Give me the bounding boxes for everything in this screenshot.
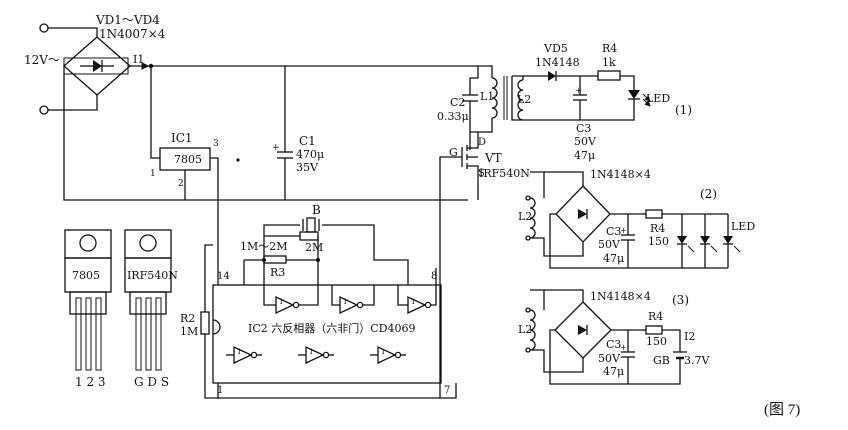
gb-label: GB [653, 354, 670, 367]
c3-3-voltage: 50V [598, 352, 621, 365]
regulator-ic1: IC1 7805 1 3 2 [150, 66, 240, 250]
c2-bridge-part: 1N4148×4 [590, 168, 651, 181]
capacitor-c1: + C1 470μ 35V [272, 66, 324, 200]
ic1-pin1: 1 [150, 169, 156, 179]
vd5-part: 1N4148 [535, 56, 580, 69]
bridge-part: 1N4007×4 [99, 27, 166, 41]
r2-value: 1M [180, 325, 198, 338]
c3-2-value: 47μ [603, 252, 624, 265]
c1-value: 470μ [296, 148, 324, 161]
pin1-label: 1 [217, 385, 223, 396]
receiver-circuit-1: L2 VD5 1N4148 R4 1k LED + C3 50V 47μ (1) [511, 42, 692, 162]
ic1-part: 7805 [174, 153, 202, 166]
c1-label: C1 [299, 134, 316, 148]
ic1-pin2: 2 [178, 179, 184, 189]
gate-label: G [449, 146, 458, 159]
c3-1-label: C3 [576, 122, 591, 135]
supply-label: 12V～ [24, 53, 60, 67]
c1-voltage: 35V [296, 161, 319, 174]
ic1-label: IC1 [171, 131, 193, 145]
c1-l2-label: L2 [517, 93, 531, 106]
vd5-label: VD5 [543, 42, 568, 55]
vt-label: VT [484, 151, 502, 165]
c3-2-label: C3 [606, 225, 621, 238]
svg-text:+: + [620, 226, 627, 235]
c3-bridge-part: 1N4148×4 [590, 290, 651, 303]
pin7-label: 7 [444, 385, 450, 396]
oscillator-ic2: 14 8 1 7 IC2 六反相器（六非门）CD4069 R2 1M 1 1 1… [180, 203, 450, 399]
svg-text:1: 1 [343, 298, 347, 306]
package-7805: 7805 1 2 3 [64, 229, 112, 389]
ic2-label: IC2 六反相器（六非门）CD4069 [248, 321, 416, 335]
r4-2-label: R4 [650, 222, 665, 235]
svg-text:1: 1 [237, 348, 241, 356]
i2-label: I2 [684, 330, 695, 343]
inverter-gate-4: 1 [233, 345, 258, 365]
inverter-gate-3: 1 [407, 295, 432, 315]
svg-text:1: 1 [309, 348, 313, 356]
r4-3-label: R4 [648, 310, 663, 323]
c3-2-voltage: 50V [598, 238, 621, 251]
svg-text:1: 1 [381, 348, 385, 356]
bridge-title: VD1～VD4 [95, 13, 160, 27]
svg-text:1: 1 [411, 298, 415, 306]
c2-label: C2 [450, 96, 465, 109]
primary-and-mosfet: L1 C2 0.33μ G D S VT IRF540N [437, 65, 530, 399]
current-i1-label: I1 [133, 53, 144, 66]
c3-1-value: 47μ [574, 149, 595, 162]
pkg-left-name: 7805 [72, 269, 100, 282]
main-bridge-rectifier: VD1～VD4 1N4007×4 12V～ I1 [24, 13, 478, 201]
r3-label: R3 [270, 266, 285, 279]
l1-label: L1 [480, 90, 494, 103]
r2-label: R2 [180, 312, 195, 325]
svg-text:+: + [272, 143, 280, 153]
gb-voltage: 3.7V [684, 354, 710, 367]
c3-1-voltage: 50V [574, 135, 597, 148]
svg-text:+: + [620, 343, 627, 352]
circuit3-number: (3) [672, 293, 689, 307]
inverter-gate-1: 1 [275, 295, 300, 315]
c3-3-value: 47μ [603, 365, 624, 378]
source-label: S [478, 168, 485, 179]
pin8-label: 8 [431, 271, 437, 282]
r4-3-value: 150 [646, 335, 667, 348]
c3-l2-label: L2 [518, 323, 532, 336]
circuit1-number: (1) [675, 103, 692, 117]
pkg-right-name: IRF540N [127, 269, 178, 282]
svg-text:1: 1 [279, 298, 283, 306]
c3-3-label: C3 [606, 338, 621, 351]
crystal-value: 2M [305, 241, 323, 254]
c2-l2-label: L2 [518, 210, 532, 223]
pkg-left-pins: 1 2 3 [75, 375, 106, 389]
r4-1-value: 1k [602, 56, 616, 69]
inverter-gate-6: 1 [377, 345, 402, 365]
ic1-pin3: 3 [213, 139, 219, 149]
receiver-circuit-2: L2 1N4148×4 + C3 50V 47μ R4 150 LED (2) [518, 168, 755, 269]
led1-label: LED [646, 92, 670, 105]
r4-2-value: 150 [648, 235, 669, 248]
package-irf540n: IRF540N G D S [124, 229, 178, 389]
drain-label: D [478, 137, 486, 148]
inverter-gate-5: 1 [305, 345, 330, 365]
receiver-circuit-3: L2 1N4148×4 + C3 50V 47μ R4 150 I2 GB 3.… [518, 289, 710, 385]
inverter-gate-2: 1 [339, 295, 364, 315]
c2-value: 0.33μ [437, 110, 469, 123]
crystal-label: B [312, 203, 321, 217]
vt-part: IRF540N [479, 167, 530, 180]
r4-1-label: R4 [602, 42, 617, 55]
figure-caption: (图 7) [764, 402, 801, 418]
svg-text:+: + [575, 86, 582, 95]
pin14-label: 14 [217, 271, 230, 282]
pkg-right-pins: G D S [134, 375, 169, 389]
led2-label: LED [731, 220, 755, 233]
circuit2-number: (2) [700, 187, 717, 201]
led-string [677, 214, 741, 268]
r3-range: 1M～2M [240, 240, 288, 253]
